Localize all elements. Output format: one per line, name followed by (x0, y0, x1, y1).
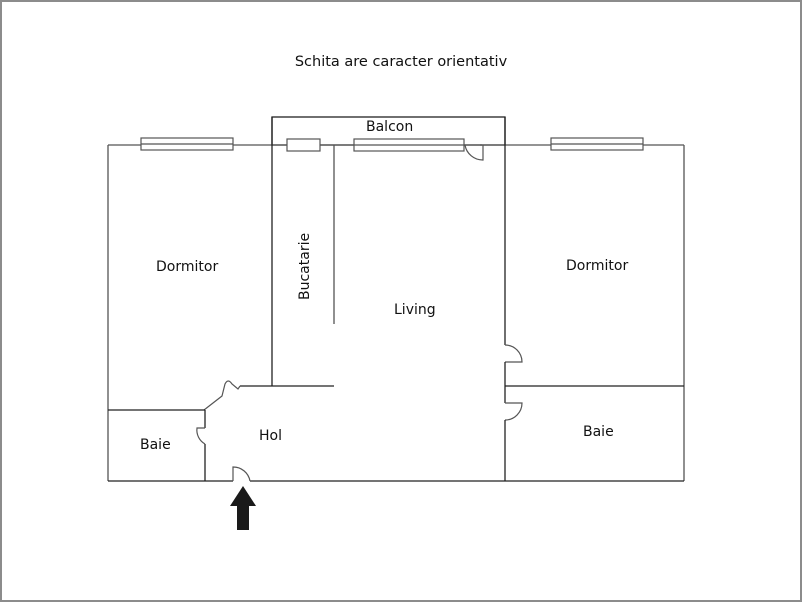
bedroom-right-door[interactable] (504, 344, 523, 363)
room-label-dormitor-left: Dormitor (156, 259, 219, 275)
window-kitchen (286, 138, 321, 152)
room-label-bucatarie: Bucatarie (297, 232, 313, 300)
entrance-arrow-icon (230, 486, 256, 530)
bath-right-door[interactable] (504, 402, 523, 421)
room-label-baie-right: Baie (583, 424, 614, 440)
bedroom-left-door[interactable] (203, 380, 241, 411)
room-label-dormitor-right: Dormitor (566, 258, 629, 274)
entrance-door[interactable] (232, 466, 251, 482)
bath-left-door[interactable] (196, 427, 206, 445)
room-label-living: Living (394, 302, 436, 318)
room-label-baie-left: Baie (140, 437, 171, 453)
room-label-balcon: Balcon (366, 119, 414, 135)
room-label-hol: Hol (259, 428, 282, 444)
balcony-door[interactable] (464, 144, 484, 161)
plan-disclaimer-title: Schita are caracter orientativ (294, 54, 508, 70)
